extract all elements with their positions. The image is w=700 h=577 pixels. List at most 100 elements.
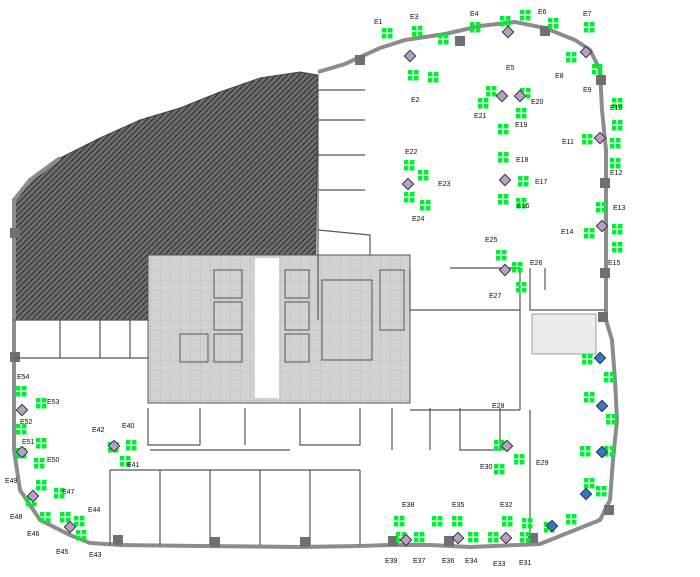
seat-marker	[604, 372, 609, 377]
seat-marker	[16, 392, 21, 397]
seat-marker	[410, 166, 415, 171]
seat-marker	[502, 516, 507, 521]
workstation-hub-icon[interactable]	[595, 399, 609, 413]
label-E20: E20	[531, 99, 544, 106]
seat-marker	[412, 26, 417, 31]
seat-marker	[470, 28, 475, 33]
label-E35: E35	[452, 502, 465, 509]
seat-marker	[80, 516, 85, 521]
seat-marker	[444, 34, 449, 39]
seat-marker	[388, 34, 393, 39]
seat-marker	[522, 114, 527, 119]
workstation-hub-icon[interactable]	[107, 439, 121, 453]
seat-marker	[66, 512, 71, 517]
seat-cluster	[604, 446, 615, 457]
workstation-hub-icon[interactable]	[401, 177, 415, 191]
seat-marker	[618, 104, 623, 109]
workstation-hub-icon[interactable]	[501, 25, 515, 39]
seat-marker	[420, 200, 425, 205]
seat-marker	[504, 124, 509, 129]
seat-marker	[508, 516, 513, 521]
workstation-hub-icon[interactable]	[545, 519, 559, 533]
workstation-hub-icon[interactable]	[498, 173, 512, 187]
seat-marker	[528, 524, 533, 529]
workstation-hub-icon[interactable]	[63, 520, 77, 534]
seat-cluster	[404, 192, 415, 203]
seat-marker	[500, 16, 505, 21]
workstation-hub-icon[interactable]	[579, 487, 593, 501]
workstation-hub-icon[interactable]	[498, 263, 512, 277]
seat-cluster	[566, 52, 577, 63]
workstation-hub-icon[interactable]	[451, 531, 465, 545]
seat-cluster	[34, 458, 45, 469]
seat-marker	[596, 208, 601, 213]
seat-marker	[126, 440, 131, 445]
seat-marker	[468, 538, 473, 543]
seat-marker	[22, 386, 27, 391]
seat-marker	[580, 446, 585, 451]
workstation-hub-icon[interactable]	[495, 89, 509, 103]
seat-cluster	[76, 530, 87, 541]
seat-cluster	[486, 86, 497, 97]
seat-cluster	[468, 532, 479, 543]
label-E46: E46	[27, 531, 40, 538]
seat-cluster	[432, 516, 443, 527]
seat-marker	[494, 464, 499, 469]
seat-marker	[16, 386, 21, 391]
seat-cluster	[610, 158, 621, 169]
seat-cluster	[60, 512, 71, 523]
seat-marker	[566, 514, 571, 519]
seat-marker	[588, 360, 593, 365]
workstation-hub-icon[interactable]	[579, 45, 593, 59]
workstation-hub-icon[interactable]	[500, 439, 514, 453]
workstation-hub-icon[interactable]	[15, 403, 29, 417]
seat-marker	[584, 228, 589, 233]
label-E32: E32	[500, 502, 513, 509]
seat-marker	[502, 256, 507, 261]
workstation-hub-icon[interactable]	[26, 489, 40, 503]
seat-marker	[582, 134, 587, 139]
workstation-hub-icon[interactable]	[593, 131, 607, 145]
label-E42: E42	[92, 427, 105, 434]
exterior-wall-west	[12, 156, 62, 320]
seat-marker	[506, 22, 511, 27]
seat-marker	[434, 78, 439, 83]
workstation-hub-icon[interactable]	[15, 445, 29, 459]
seat-marker	[610, 158, 615, 163]
seat-marker	[412, 32, 417, 37]
seat-marker	[404, 160, 409, 165]
seat-cluster	[494, 440, 505, 451]
seat-cluster	[16, 424, 27, 435]
seat-marker	[516, 282, 521, 287]
workstation-hub-icon[interactable]	[499, 531, 513, 545]
seat-marker	[488, 532, 493, 537]
workstation-hub-icon[interactable]	[403, 49, 417, 63]
seat-cluster	[520, 10, 531, 21]
seat-marker	[404, 198, 409, 203]
seat-marker	[410, 192, 415, 197]
workstation-hub-icon[interactable]	[595, 219, 609, 233]
seat-marker	[590, 22, 595, 27]
seat-marker	[42, 438, 47, 443]
seat-marker	[74, 522, 79, 527]
seat-marker	[126, 456, 131, 461]
label-E41: E41	[127, 462, 140, 469]
workstation-hub-icon[interactable]	[399, 533, 413, 547]
seat-marker	[610, 164, 615, 169]
seat-marker	[520, 88, 525, 93]
seat-cluster	[610, 138, 621, 149]
seat-marker	[590, 484, 595, 489]
workstation-hub-icon[interactable]	[593, 351, 607, 365]
seat-marker	[548, 18, 553, 23]
workstation-hub-icon[interactable]	[513, 89, 527, 103]
seat-marker	[498, 130, 503, 135]
seat-marker	[528, 518, 533, 523]
seat-marker	[520, 532, 525, 537]
seat-marker	[516, 204, 521, 209]
seat-marker	[474, 538, 479, 543]
seat-marker	[36, 480, 41, 485]
seat-marker	[16, 430, 21, 435]
seat-marker	[602, 208, 607, 213]
seat-marker	[80, 522, 85, 527]
workstation-hub-icon[interactable]	[595, 445, 609, 459]
